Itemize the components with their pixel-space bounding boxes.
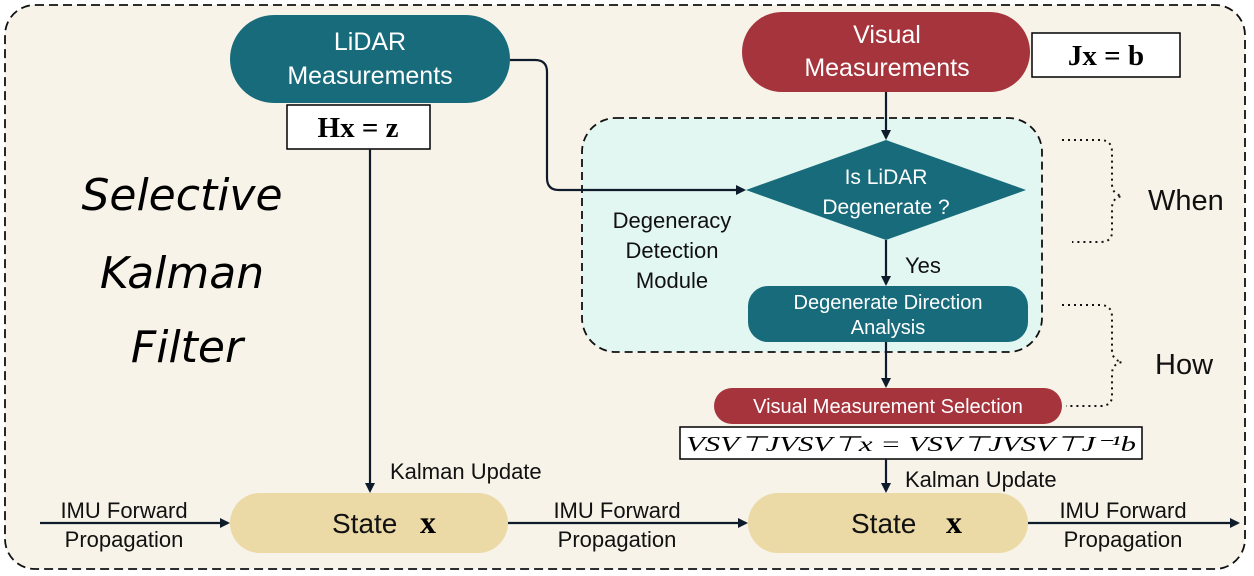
arrow-lidar-to-decision xyxy=(510,58,746,195)
state-right-label: State xyxy=(851,508,916,539)
module-label-line2: Detection xyxy=(626,238,719,263)
analysis-line1: Degenerate Direction xyxy=(794,292,983,314)
when-label: When xyxy=(1148,185,1224,217)
kalman-update-left-label: Kalman Update xyxy=(390,459,542,484)
lidar-label-line1: LiDAR xyxy=(334,28,406,56)
analysis-line2: Analysis xyxy=(851,317,925,339)
state-box-right xyxy=(748,493,1028,553)
state-left-label: State xyxy=(332,508,397,539)
visual-label-line1: Visual xyxy=(853,21,921,49)
module-label-line3: Module xyxy=(636,268,708,293)
yes-label: Yes xyxy=(905,253,941,278)
lidar-measurements-box xyxy=(230,15,510,103)
visual-measurements-box xyxy=(742,12,1030,92)
visual-equation: Jx = b xyxy=(1068,40,1144,72)
imu-left-line2: Propagation xyxy=(65,527,184,552)
degenerate-direction-analysis-box xyxy=(748,286,1028,342)
imu-left-line1: IMU Forward xyxy=(60,498,187,523)
title-line-1: Selective xyxy=(81,170,282,221)
imu-mid-line2: Propagation xyxy=(558,527,677,552)
kalman-update-right-label: Kalman Update xyxy=(905,467,1057,492)
state-box-left xyxy=(230,493,508,553)
imu-right-line2: Propagation xyxy=(1064,527,1183,552)
lidar-label-line2: Measurements xyxy=(287,62,452,90)
title-line-3: Filter xyxy=(131,322,246,373)
module-label-line1: Degeneracy xyxy=(613,208,732,233)
lidar-equation: Hx = z xyxy=(318,112,399,144)
imu-mid-line1: IMU Forward xyxy=(553,498,680,523)
visual-label-line2: Measurements xyxy=(804,54,969,82)
lidar-equation-box xyxy=(286,104,431,150)
visual-equation-box xyxy=(1031,32,1181,78)
selection-equation: VSV⊤JVSV⊤x = VSV⊤JVSV⊤J⁻¹b xyxy=(686,432,1136,456)
imu-right-line1: IMU Forward xyxy=(1059,498,1186,523)
decision-line1: Is LiDAR xyxy=(845,166,928,189)
state-right-symbol: x xyxy=(946,504,962,540)
selection-equation-box xyxy=(679,426,1143,460)
how-label: How xyxy=(1155,349,1214,381)
selection-label: Visual Measurement Selection xyxy=(753,396,1023,418)
visual-measurement-selection-box xyxy=(714,388,1062,424)
state-left-symbol: x xyxy=(420,504,436,540)
decision-line2: Degenerate ? xyxy=(822,196,949,219)
title-line-2: Kalman xyxy=(100,248,264,299)
decision-diamond xyxy=(746,140,1026,240)
